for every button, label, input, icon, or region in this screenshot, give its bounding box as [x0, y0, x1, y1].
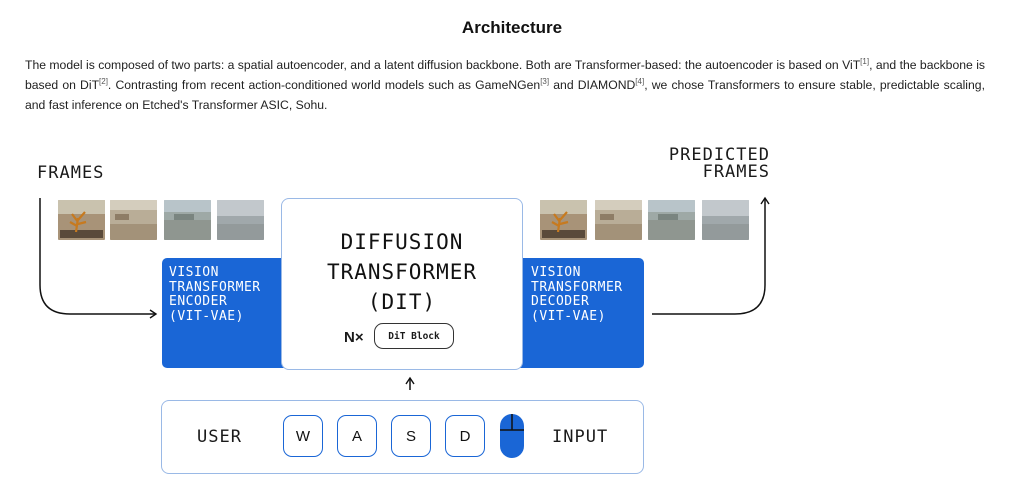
diffusion-transformer-block: DIFFUSION TRANSFORMER (DIT) N× DiT Block	[281, 198, 523, 370]
input-label: INPUT	[552, 427, 609, 447]
dit-title: DIFFUSION TRANSFORMER (DIT)	[326, 230, 478, 314]
user-input-block: USER W A S D INPUT	[161, 400, 644, 474]
vit-decoder-block: VISION TRANSFORMER DECODER (VIT-VAE)	[518, 258, 644, 368]
vit-encoder-block: VISION TRANSFORMER ENCODER (VIT-VAE)	[162, 258, 288, 368]
intro-paragraph: The model is composed of two parts: a sp…	[25, 56, 985, 112]
input-frame-1	[58, 200, 105, 240]
mouse-icon	[500, 414, 524, 458]
predicted-frame-1	[540, 200, 587, 240]
page-title: Architecture	[461, 18, 563, 37]
frames-label: FRAMES	[37, 163, 105, 183]
nx-label: N×	[344, 329, 364, 346]
key-w: W	[283, 415, 323, 457]
key-d: D	[445, 415, 485, 457]
citation-4[interactable]: [4]	[635, 76, 645, 86]
key-s: S	[391, 415, 431, 457]
citation-1[interactable]: [1]	[860, 56, 870, 66]
citation-2[interactable]: [2]	[99, 76, 108, 86]
input-frame-2	[110, 200, 157, 240]
key-a: A	[337, 415, 377, 457]
predicted-frame-2	[595, 200, 642, 240]
dit-block-pill: DiT Block	[374, 323, 454, 349]
input-frame-4	[217, 200, 264, 240]
predicted-frame-4	[702, 200, 749, 240]
input-frame-3	[164, 200, 211, 240]
user-label: USER	[197, 427, 242, 447]
citation-3[interactable]: [3]	[540, 76, 550, 86]
predicted-frame-3	[648, 200, 695, 240]
predicted-frames-label: PREDICTED FRAMES	[668, 145, 770, 182]
